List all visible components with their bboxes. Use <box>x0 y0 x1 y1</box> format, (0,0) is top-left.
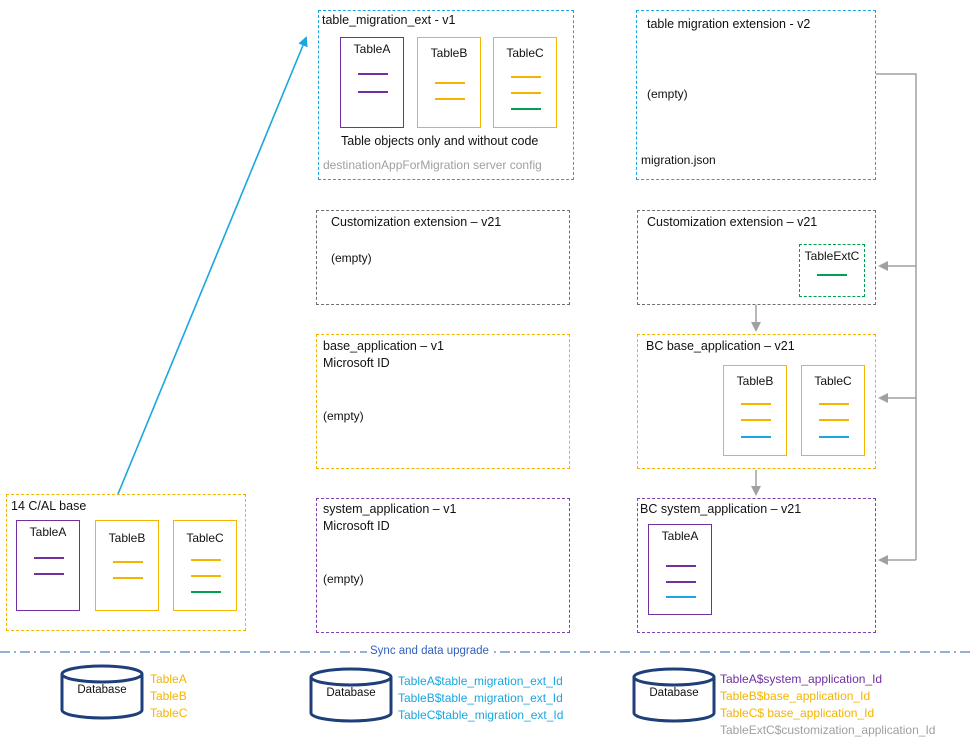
database-1-entries: TableA TableB TableC <box>150 671 187 722</box>
table-migration-v2-box: table migration extension - v2 (empty) m… <box>636 10 876 180</box>
database-icon-3 <box>632 667 716 723</box>
table-migration-ext-box: table_migration_ext - v1 TableA TableB T… <box>318 10 574 180</box>
empty-label: (empty) <box>323 409 364 423</box>
db-entry: TableC <box>150 706 188 720</box>
migration-arrow <box>117 36 308 495</box>
table-objects-note: Table objects only and without code <box>341 134 539 148</box>
table-name: TableC <box>814 374 852 388</box>
cal-table-b: TableB <box>95 520 159 611</box>
db-entry: TableExtC$customization_application_Id <box>720 723 936 737</box>
extension-connector <box>876 73 917 560</box>
migration-json-label: migration.json <box>641 153 716 167</box>
ext-table-c: TableC <box>493 37 557 128</box>
database-label: Database <box>649 687 699 699</box>
table-name: TableB <box>736 374 774 388</box>
table-name: TableB <box>430 46 468 60</box>
db-entry: TableC$ base_application_Id <box>720 706 875 720</box>
customization-right-title: Customization extension – v21 <box>647 215 818 229</box>
table-name: TableC <box>186 531 224 545</box>
customization-left-box: Customization extension – v21 (empty) <box>316 210 570 305</box>
table-migration-v2-title: table migration extension - v2 <box>647 17 811 31</box>
cal-base-title: 14 C/AL base <box>11 499 87 513</box>
bc-table-c: TableC <box>801 365 865 456</box>
sync-label: Sync and data upgrade <box>367 645 492 657</box>
bc-system-application-title: BC system_application – v21 <box>640 502 802 516</box>
db-entry: TableA$table_migration_ext_Id <box>398 674 563 688</box>
database-label: Database <box>326 687 376 699</box>
table-name: TableA <box>353 42 391 56</box>
bc-table-a: TableA <box>648 524 712 615</box>
db-entry: TableB <box>150 689 187 703</box>
table-migration-ext-title: table_migration_ext - v1 <box>322 13 456 27</box>
database-2-entries: TableA$table_migration_ext_Id TableB$tab… <box>398 673 563 724</box>
database-label: Database <box>77 684 127 696</box>
empty-label: (empty) <box>323 572 364 586</box>
bc-table-b: TableB <box>723 365 787 456</box>
config-note: destinationAppForMigration server config <box>323 158 542 172</box>
table-name: TableC <box>506 46 544 60</box>
bc-system-application-box: BC system_application – v21 TableA <box>637 498 876 633</box>
db-entry: TableC$table_migration_ext_Id <box>398 708 564 722</box>
database-icon-2 <box>309 667 393 723</box>
db-entry: TableA <box>150 672 187 686</box>
empty-label: (empty) <box>331 251 372 265</box>
table-name: TableExtC <box>804 249 860 263</box>
base-application-v1-title: base_application – v1 <box>323 339 444 353</box>
db-entry: TableB$base_application_Id <box>720 689 871 703</box>
cal-table-c: TableC <box>173 520 237 611</box>
database-icon-1 <box>60 664 144 720</box>
customization-left-title: Customization extension – v21 <box>331 215 502 229</box>
table-name: TableA <box>29 525 67 539</box>
db-entry: TableA$system_application_Id <box>720 672 883 686</box>
database-1: Database <box>62 684 142 704</box>
database-2: Database <box>311 687 391 707</box>
ext-table-b: TableB <box>417 37 481 128</box>
database-3-entries: TableA$system_application_Id TableB$base… <box>720 671 935 739</box>
bc-base-application-box: BC base_application – v21 TableB TableC <box>637 334 876 469</box>
db-entry: TableB$table_migration_ext_Id <box>398 691 563 705</box>
database-3: Database <box>634 687 714 707</box>
base-application-v1-box: base_application – v1 Microsoft ID (empt… <box>316 334 570 469</box>
microsoft-id-label: Microsoft ID <box>323 519 390 533</box>
bc-base-application-title: BC base_application – v21 <box>646 339 795 353</box>
microsoft-id-label: Microsoft ID <box>323 356 390 370</box>
empty-label: (empty) <box>647 87 688 101</box>
system-application-v1-box: system_application – v1 Microsoft ID (em… <box>316 498 570 633</box>
system-application-v1-title: system_application – v1 <box>323 502 457 516</box>
table-ext-c: TableExtC <box>799 244 865 297</box>
ext-table-a: TableA <box>340 37 404 128</box>
table-name: TableA <box>661 529 699 543</box>
cal-base-box: 14 C/AL base TableA TableB TableC <box>6 494 246 631</box>
cal-table-a: TableA <box>16 520 80 611</box>
customization-right-box: Customization extension – v21 TableExtC <box>637 210 876 305</box>
table-name: TableB <box>108 531 146 545</box>
